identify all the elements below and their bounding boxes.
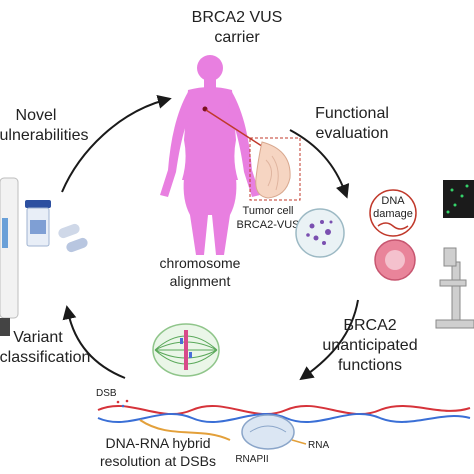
chromosome-label-line1: chromosome: [160, 255, 241, 271]
tumor-cell-label-line2: BRCA2-VUS: [237, 219, 300, 231]
dna-strand-illustration: [97, 405, 471, 441]
novel-vulnerabilities-line2: vulnerabilities: [0, 127, 88, 144]
carrier-title-line2: carrier: [214, 29, 260, 46]
cycle-arrow-top-left: [61, 95, 172, 193]
breast-inset-frame: [249, 137, 301, 201]
unanticipated-functions-line3: functions: [338, 357, 402, 374]
pills-icon: [58, 223, 88, 253]
human-figure-icon: [160, 55, 260, 255]
monitor-icon: [443, 180, 474, 218]
novel-vulnerabilities-line1: Novel: [16, 107, 57, 124]
mitotic-spindle-icon: [152, 323, 220, 377]
dsb-break-icon: [116, 399, 129, 408]
variant-classification-line1: Variant: [13, 329, 63, 346]
rna-transcript-line: [291, 439, 307, 445]
dna-damage-line1: DNA: [381, 195, 405, 207]
cycle-arrow-bottom-left: [62, 305, 126, 379]
dna-damage-line2: damage: [373, 208, 413, 220]
tumor-cell-label-line1: Tumor cell: [243, 205, 294, 217]
damaged-dna-icon: [377, 222, 409, 230]
unanticipated-functions-line2: unanticipated: [322, 337, 417, 354]
cycle-arrow-top-right: [289, 129, 350, 199]
dsb-label: DSB: [96, 388, 117, 399]
tumor-pointer-line: [205, 109, 269, 151]
hybrid-resolution-line2: resolution at DSBs: [100, 453, 216, 469]
petri-dish-icon: [295, 208, 345, 258]
functional-evaluation-line2: evaluation: [316, 125, 389, 142]
medication-bottle-icon: [25, 200, 51, 247]
functional-evaluation-line1: Functional: [315, 105, 389, 122]
doctor-icon: [0, 177, 19, 336]
breast-tissue-icon: [255, 141, 291, 199]
cycle-arrow-bottom-right: [299, 299, 359, 381]
variant-classification-line2: classification: [0, 349, 90, 366]
rnapii-label: RNAPII: [235, 454, 268, 465]
carrier-title-line1: BRCA2 VUS: [192, 9, 283, 26]
tumor-tissue-icon: [374, 239, 416, 281]
unanticipated-functions-line1: BRCA2: [343, 317, 396, 334]
microscope-icon: [435, 247, 474, 329]
rnapii-icon: [241, 414, 295, 450]
chromosome-label-line2: alignment: [170, 273, 231, 289]
hybrid-resolution-line1: DNA-RNA hybrid: [105, 435, 210, 451]
rna-label: RNA: [308, 440, 329, 451]
